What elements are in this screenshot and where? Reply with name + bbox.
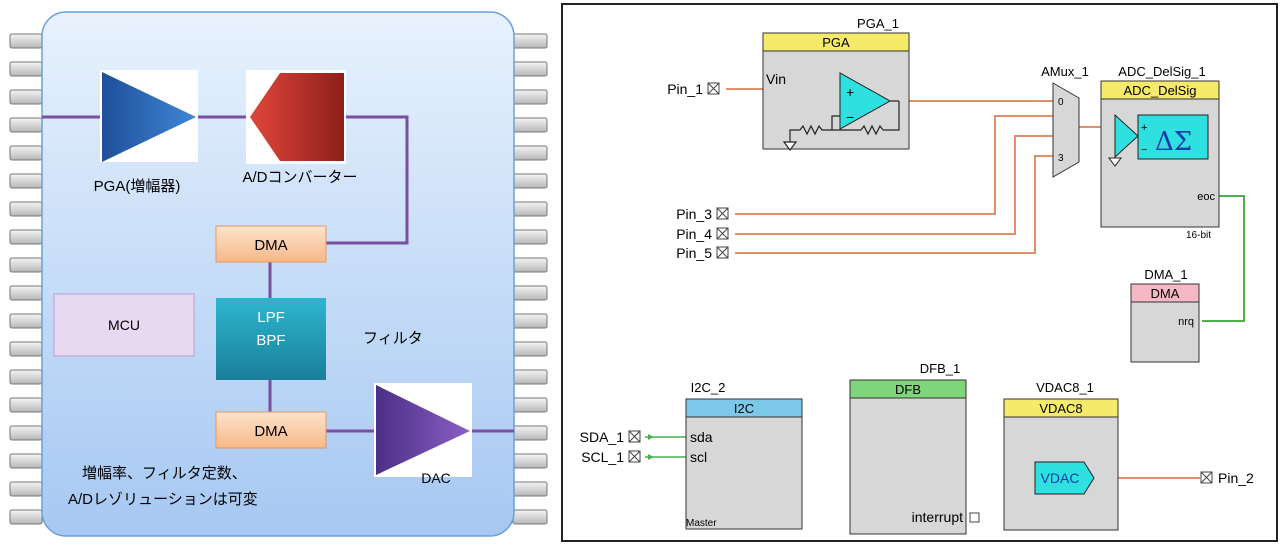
pin-5-label: Pin_5 (676, 245, 712, 261)
i2c-mode: Master (686, 518, 717, 529)
i2c-type-label: I2C (734, 401, 754, 416)
opamp-minus: − (846, 109, 854, 125)
mcu-block (53, 293, 195, 357)
pga-vin-port: Vin (766, 71, 786, 87)
adc-label: A/Dコンバーター (242, 169, 357, 186)
dma-nrq-port: nrq (1178, 316, 1194, 328)
amux-port-3: 3 (1058, 153, 1064, 164)
vdac-symbol: VDAC (1041, 470, 1080, 486)
note-line-2: A/Dレゾリューションは可変 (68, 491, 258, 508)
svg-text:−: − (1141, 144, 1147, 156)
i2c-instance-name: I2C_2 (691, 380, 726, 395)
dfb-interrupt-terminal (969, 512, 980, 523)
filter-caption: フィルタ (363, 330, 423, 347)
dfb-component[interactable]: DFB_1 DFB interrupt (849, 361, 980, 535)
pga-opamp-icon (839, 72, 892, 130)
chip-pins-right (512, 33, 548, 525)
pin-scl[interactable]: SCL_1 (581, 449, 654, 465)
adc-instance-name: ADC_DelSig_1 (1118, 64, 1205, 79)
dfb-interrupt-port: interrupt (912, 509, 963, 525)
dma-instance-name: DMA_1 (1144, 267, 1187, 282)
pin-sda[interactable]: SDA_1 (580, 429, 654, 445)
dfb-instance-name: DFB_1 (920, 361, 960, 376)
i2c-component[interactable]: I2C_2 I2C sda scl Master (685, 380, 803, 530)
left-block-diagram: PGA(増幅器) A/Dコンバーター DMA MCU LPF BPF フィルタ … (9, 11, 548, 537)
opamp-plus: + (846, 84, 854, 100)
vdac-type-label: VDAC8 (1039, 401, 1082, 416)
amux-component[interactable]: AMux_1 0 3 (1041, 64, 1089, 178)
pin-2[interactable]: Pin_2 (1200, 470, 1254, 486)
right-schematic: PGA_1 PGA Vin + − Pin_1 (561, 3, 1278, 542)
adc-symbol: ΔΣ (1155, 127, 1192, 157)
pga-block (100, 70, 198, 162)
adc-ground (1108, 142, 1122, 167)
amux-instance-name: AMux_1 (1041, 64, 1089, 79)
chip-pins-left (9, 33, 43, 525)
sda-pin-label: SDA_1 (580, 429, 625, 445)
i2c-scl-port: scl (690, 449, 707, 465)
mcu-label: MCU (108, 317, 140, 333)
filter-label-bpf: BPF (256, 332, 285, 349)
pga-label: PGA(増幅器) (94, 178, 181, 195)
scl-pin-label: SCL_1 (581, 449, 624, 465)
pin-2-label: Pin_2 (1218, 470, 1254, 486)
pga-component[interactable]: PGA_1 PGA Vin + − (762, 16, 910, 151)
adc-eoc-port: eoc (1197, 191, 1215, 203)
vdac-icon (1034, 461, 1095, 495)
left-signal-lines (42, 115, 514, 433)
dfb-type-label: DFB (895, 382, 921, 397)
filter-label-lpf: LPF (257, 309, 285, 326)
adc-resolution: 16-bit (1186, 230, 1211, 241)
filter-block (216, 298, 326, 380)
dma-bottom-label: DMA (254, 423, 287, 440)
pin-4[interactable]: Pin_4 (676, 226, 729, 242)
pin-5[interactable]: Pin_5 (676, 245, 729, 261)
adc-block (246, 70, 346, 164)
pga-feedback-network (782, 100, 900, 151)
svg-text:+: + (1141, 122, 1147, 134)
pin-4-label: Pin_4 (676, 226, 712, 242)
pga-instance-name: PGA_1 (857, 16, 899, 31)
dac-label: DAC (421, 470, 451, 486)
dma-top-block (215, 225, 327, 263)
dma-type-label: DMA (1151, 286, 1180, 301)
pin-1[interactable]: Pin_1 (667, 81, 720, 97)
dma-top-label: DMA (254, 237, 287, 254)
pin-1-label: Pin_1 (667, 81, 703, 97)
dma-bottom-block (215, 411, 327, 449)
schematic-wires (645, 88, 1245, 479)
adc-type-label: ADC_DelSig (1124, 83, 1197, 98)
adc-delta-sigma-icon: + − ΔΣ (1114, 113, 1209, 160)
vdac-instance-name: VDAC8_1 (1036, 380, 1094, 395)
pin-3[interactable]: Pin_3 (676, 206, 729, 222)
note-line-1: 増幅率、フィルタ定数、 (82, 465, 247, 482)
dma-component[interactable]: DMA_1 DMA nrq (1130, 267, 1200, 363)
pin-3-label: Pin_3 (676, 206, 712, 222)
vdac-component[interactable]: VDAC8_1 VDAC8 VDAC (1003, 380, 1119, 531)
amux-port-0: 0 (1058, 97, 1064, 108)
pga-type-label: PGA (822, 35, 850, 50)
i2c-sda-port: sda (690, 429, 713, 445)
adc-component[interactable]: ADC_DelSig_1 ADC_DelSig + − ΔΣ eoc 16-bi… (1100, 64, 1220, 241)
dac-block (374, 383, 472, 477)
